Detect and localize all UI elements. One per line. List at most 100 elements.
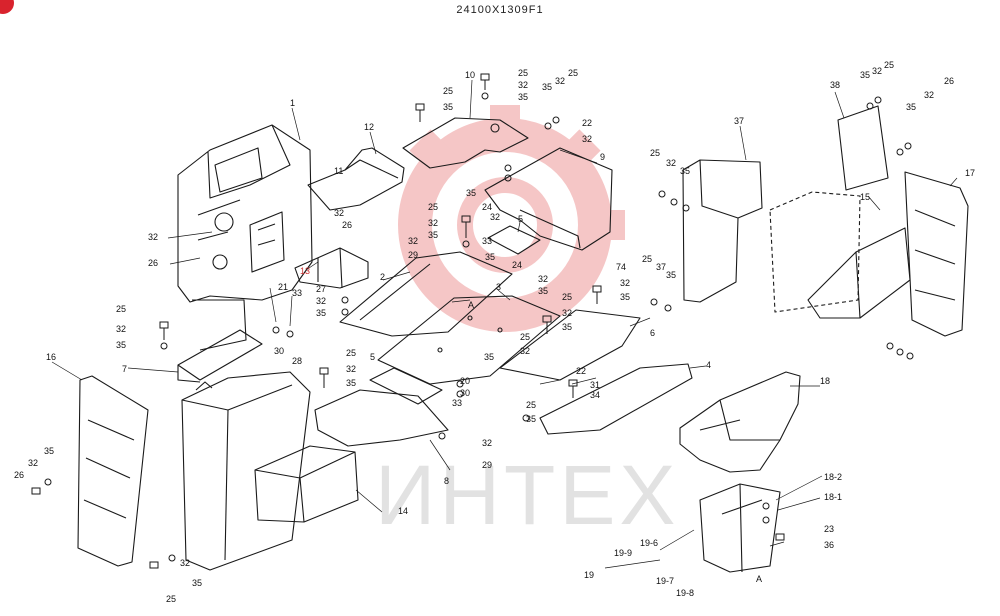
fasteners xyxy=(31,73,914,569)
callout-25: 25 xyxy=(526,400,536,410)
part-9-panel xyxy=(484,147,613,251)
callout-29: 29 xyxy=(408,250,418,260)
callout-35: 35 xyxy=(906,102,916,112)
callout-33: 33 xyxy=(482,236,492,246)
callout-5: 5 xyxy=(518,214,523,224)
callout-32: 32 xyxy=(520,346,530,356)
callout-31: 31 xyxy=(590,380,600,390)
callout-32: 32 xyxy=(28,458,38,468)
callout-16: 16 xyxy=(46,352,56,362)
callout-35: 35 xyxy=(666,270,676,280)
callout-35: 35 xyxy=(542,82,552,92)
washer-icon xyxy=(456,380,464,398)
callout-26: 26 xyxy=(944,76,954,86)
part-5-plate xyxy=(369,225,541,405)
part-6-plate xyxy=(499,309,641,381)
callout-74: 74 xyxy=(616,262,626,272)
callout-25: 25 xyxy=(884,60,894,70)
callout-30: 30 xyxy=(460,388,470,398)
callout-20: 20 xyxy=(460,376,470,386)
part-8-plate xyxy=(314,389,449,447)
callout-4: 4 xyxy=(706,360,711,370)
washer-icon xyxy=(272,326,294,338)
washer-icon xyxy=(504,164,512,182)
diagram-code: 24100X1309F1 xyxy=(456,4,544,16)
washer-icon xyxy=(658,190,690,212)
callout-35: 35 xyxy=(620,292,630,302)
callout-13: 13 xyxy=(300,266,310,276)
callout-18-1: 18-1 xyxy=(824,492,842,502)
bolt-icon xyxy=(461,215,471,238)
callout-35: 35 xyxy=(526,414,536,424)
callout-35: 35 xyxy=(443,102,453,112)
callout-25: 25 xyxy=(346,348,356,358)
callout-19-9: 19-9 xyxy=(614,548,632,558)
callout-32: 32 xyxy=(482,438,492,448)
callout-25: 25 xyxy=(166,594,176,604)
callout-35: 35 xyxy=(346,378,356,388)
callout-29: 29 xyxy=(482,460,492,470)
callout-32: 32 xyxy=(518,80,528,90)
washer-icon xyxy=(44,478,176,562)
callout-24: 24 xyxy=(512,260,522,270)
callout-38: 38 xyxy=(830,80,840,90)
part-16-step-ladder xyxy=(77,375,149,567)
callout-28: 28 xyxy=(292,356,302,366)
callout-33: 33 xyxy=(292,288,302,298)
callout-25: 25 xyxy=(520,332,530,342)
callout-24: 24 xyxy=(482,202,492,212)
part-2-plate xyxy=(339,251,513,337)
callout-32: 32 xyxy=(180,558,190,568)
callout-27: 27 xyxy=(316,284,326,294)
callout-11: 11 xyxy=(334,166,343,176)
watermark-text: ИНТЕХ xyxy=(375,448,679,542)
callout-33: 33 xyxy=(452,398,462,408)
callout-32: 32 xyxy=(428,218,438,228)
washer-icon xyxy=(762,502,770,524)
callout-19-8: 19-8 xyxy=(676,588,694,598)
callout-12: 12 xyxy=(364,122,374,132)
callout-35: 35 xyxy=(562,322,572,332)
bolt-icon xyxy=(415,103,425,122)
part-7-box xyxy=(177,329,263,383)
callout-labels: 1 10 25 32 35 25 35 35 32 25 12 22 32 9 … xyxy=(14,60,975,604)
washer-icon xyxy=(160,342,168,350)
callout-25: 25 xyxy=(568,68,578,78)
callout-17: 17 xyxy=(965,168,975,178)
callout-22: 22 xyxy=(582,118,592,128)
part-12-bracket xyxy=(307,147,405,211)
callout-25: 25 xyxy=(518,68,528,78)
part-17-step-ladder xyxy=(904,171,969,337)
callout-19-7: 19-7 xyxy=(656,576,674,586)
part-19-seat-frame xyxy=(699,483,781,573)
callout-35: 35 xyxy=(485,252,495,262)
callout-32: 32 xyxy=(316,296,326,306)
callout-2: 2 xyxy=(380,272,385,282)
watermark-gear xyxy=(398,105,625,332)
callout-14: 14 xyxy=(398,506,408,516)
callout-35: 35 xyxy=(538,286,548,296)
callout-30: 30 xyxy=(274,346,284,356)
callout-36: 36 xyxy=(824,540,834,550)
callout-23: 23 xyxy=(824,524,834,534)
callout-1: 1 xyxy=(290,98,295,108)
callout-35: 35 xyxy=(44,446,54,456)
bolt-icon xyxy=(775,533,785,541)
callout-32: 32 xyxy=(555,76,565,86)
callout-26: 26 xyxy=(14,470,24,480)
callout-25: 25 xyxy=(562,292,572,302)
callout-35: 35 xyxy=(116,340,126,350)
rear-tank xyxy=(769,191,861,313)
callout-22: 22 xyxy=(576,366,586,376)
callout-34: 34 xyxy=(590,390,600,400)
callout-32: 32 xyxy=(872,66,882,76)
callout-A: A xyxy=(756,574,762,584)
callout-32: 32 xyxy=(620,278,630,288)
washer-icon xyxy=(462,240,470,248)
callout-15: 15 xyxy=(860,192,870,202)
washer-icon xyxy=(481,92,489,100)
callout-35: 35 xyxy=(466,188,476,198)
bolt-icon xyxy=(592,285,602,304)
callout-25: 25 xyxy=(443,86,453,96)
